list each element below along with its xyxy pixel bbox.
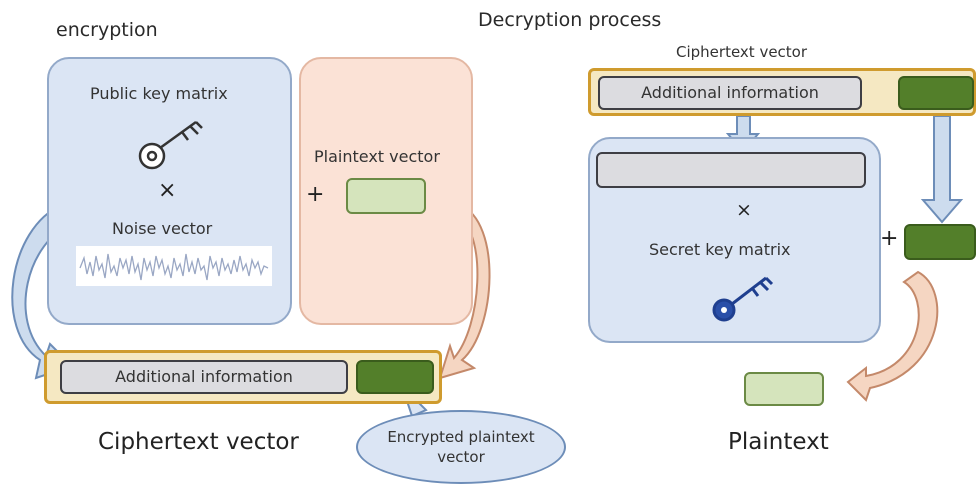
encrypted-plaintext-bubble: Encrypted plaintext vector: [356, 410, 566, 484]
decryption-additional-info-bar: Additional information: [598, 76, 862, 110]
secret-key-gray-bar: [596, 152, 866, 188]
plaintext-label: Plaintext: [728, 429, 829, 455]
secret-key-icon: [712, 276, 774, 322]
curved-arrow-plaintext-to-ciphertext: [438, 203, 491, 380]
ciphertext-vector-label: Ciphertext vector: [98, 429, 299, 455]
secret-key-label: Secret key matrix: [649, 240, 791, 259]
encrypted-plaintext-block: [356, 360, 434, 394]
decrypted-green-block: [904, 224, 976, 260]
down-arrow-to-result: [920, 115, 964, 224]
ciphertext-vector-caption: Ciphertext vector: [676, 43, 808, 61]
encrypted-plaintext-label: Encrypted plaintext vector: [387, 428, 535, 466]
plaintext-vector-block: [346, 178, 426, 214]
decryption-times-symbol: ×: [736, 199, 752, 221]
plus-symbol: +: [306, 182, 325, 207]
plaintext-vector-label: Plaintext vector: [314, 147, 440, 166]
times-symbol: ×: [158, 178, 177, 203]
decryption-green-block: [898, 76, 974, 110]
additional-info-label: Additional information: [115, 367, 293, 386]
public-key-label: Public key matrix: [90, 84, 228, 103]
noise-vector-label: Noise vector: [112, 219, 213, 238]
decryption-additional-info-label: Additional information: [641, 83, 819, 102]
additional-info-bar: Additional information: [60, 360, 348, 394]
decryption-plus-symbol: +: [880, 226, 899, 251]
curved-arrow-to-plaintext: [846, 270, 939, 402]
noise-waveform-icon: [76, 246, 272, 286]
plaintext-result-block: [744, 372, 824, 406]
encryption-title: encryption: [56, 19, 158, 41]
public-key-icon: [138, 120, 203, 170]
decryption-title: Decryption process: [478, 9, 662, 31]
